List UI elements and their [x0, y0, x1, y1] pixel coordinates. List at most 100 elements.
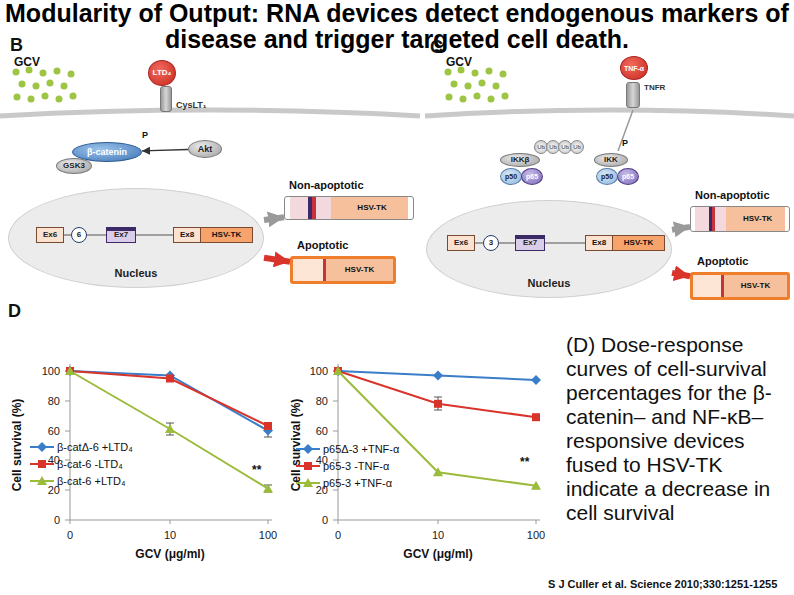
- protein-oval: GSK3: [56, 158, 92, 174]
- nucleus-ellipse: NucleusEx63Ex7Ex8HSV-TK: [426, 200, 672, 298]
- legend-row: β-catΔ-6 +LTD₄: [30, 441, 133, 453]
- signal-arrow: [142, 150, 188, 151]
- panel-letter: D: [8, 302, 21, 322]
- data-markers: [433, 371, 443, 381]
- protein-oval: IKKβ: [500, 153, 540, 167]
- data-markers: [65, 366, 541, 493]
- legend-row: p65-3 -TNF-α: [296, 460, 389, 472]
- chart-axes: [65, 364, 540, 524]
- intron-line: [87, 235, 106, 236]
- tick-label: 0: [67, 529, 73, 541]
- tick-label: 0: [335, 529, 341, 541]
- legend-marker: [37, 476, 47, 485]
- node-text: Nucleus: [9, 268, 263, 279]
- receptor: TNFR: [626, 82, 640, 108]
- node-text: Ub: [573, 144, 581, 150]
- text-label: Cell survival (%): [11, 399, 24, 492]
- node-text: TNF-α: [624, 65, 644, 72]
- legend-sample: [30, 441, 54, 453]
- cell-membrane: [0, 110, 794, 116]
- gcv-molecules: [68, 71, 75, 78]
- data-markers: [166, 375, 174, 383]
- transcript-box-highlighted: ApoptoticHSV-TK: [690, 272, 790, 300]
- gcv-molecules: [33, 83, 40, 90]
- node-text: IKKβ: [511, 156, 530, 164]
- protein-oval: p65: [617, 168, 639, 185]
- exon-box: Ex6: [36, 227, 64, 243]
- tick-label: 60: [48, 425, 60, 437]
- node-text: TNFR: [644, 84, 665, 92]
- data-markers: [65, 366, 75, 376]
- gcv-molecules: [28, 96, 35, 103]
- node-text: Ex6: [43, 231, 57, 239]
- block-arrow: [264, 258, 290, 262]
- gcv-molecules: [42, 93, 49, 100]
- legend-row: p65Δ-3 +TNF-α: [296, 443, 399, 455]
- legend-marker: [304, 462, 312, 470]
- legend-marker: [303, 444, 313, 454]
- node-text: p50: [601, 173, 613, 180]
- data-series: [70, 371, 268, 426]
- exon-box: Ex7: [106, 227, 136, 243]
- tick-label: 100: [42, 365, 60, 377]
- data-markers: [333, 366, 343, 375]
- node-text: Ub: [537, 144, 545, 150]
- ligand-circle: LTD₄: [148, 60, 176, 86]
- error-bars: [434, 397, 442, 410]
- tick-label: 0: [322, 514, 328, 526]
- gcv-molecules: [13, 69, 20, 76]
- data-markers: [433, 467, 443, 476]
- node-text: 3: [489, 239, 493, 247]
- gcv-molecules: [14, 94, 21, 101]
- tick-label: 100: [527, 529, 545, 541]
- tick-label: 100: [259, 529, 277, 541]
- node-text: Akt: [198, 145, 213, 154]
- text-label: S J Culler et al. Science 2010;330:1251-…: [548, 578, 777, 590]
- gcv-molecules: [445, 67, 509, 103]
- panel-letter: B: [10, 36, 23, 56]
- protein-oval: p50: [500, 168, 522, 185]
- node-text: HSV-TK: [741, 282, 770, 290]
- legend-sample: [296, 460, 320, 472]
- cell-membrane: [0, 110, 420, 116]
- gcv-molecules: [13, 67, 77, 103]
- node-text: HSV-TK: [743, 215, 772, 223]
- text-label: **: [520, 456, 529, 469]
- node-text: Nucleus: [427, 278, 671, 289]
- data-markers: [434, 400, 442, 408]
- tick-label: 60: [316, 425, 328, 437]
- aptamer-circle: 3: [483, 235, 499, 251]
- node-text: Ex7: [523, 239, 537, 247]
- node-text: HSV-TK: [345, 266, 374, 274]
- node-text: p50: [505, 173, 517, 180]
- data-markers: [333, 366, 343, 376]
- gcv-molecules: [19, 81, 26, 88]
- data-markers: [65, 366, 75, 375]
- legend-sample: [296, 477, 320, 489]
- legend-text: β-cat-6 -LTD₄: [57, 458, 123, 470]
- text-label: P: [142, 131, 148, 141]
- legend-row: p65-3 +TNF-α: [296, 477, 392, 489]
- node-text: CysLT₁: [176, 101, 207, 110]
- data-markers: [334, 367, 342, 375]
- data-markers: [531, 375, 541, 385]
- protein-oval: Akt: [188, 140, 222, 158]
- error-bars: [166, 423, 174, 435]
- legend-text: p65-3 +TNF-α: [323, 477, 392, 489]
- legend-marker: [38, 460, 46, 468]
- tick-label: 0: [54, 514, 60, 526]
- node-text: Ex8: [586, 236, 613, 250]
- node-text: HSV-TK: [613, 236, 664, 250]
- node-text: IKK: [604, 156, 618, 164]
- node-text: p65: [526, 173, 538, 180]
- transcript-box-highlighted: ApoptoticHSV-TK: [290, 256, 396, 284]
- gcv-molecules: [40, 70, 47, 77]
- protein-oval: p65: [521, 168, 543, 185]
- ubiquitin-circle: Ub: [570, 140, 584, 154]
- data-series: [338, 371, 536, 417]
- protein-oval: IKK: [594, 153, 628, 167]
- node-text: Ex7: [114, 231, 128, 239]
- legend-text: p65-3 -TNF-α: [323, 460, 389, 472]
